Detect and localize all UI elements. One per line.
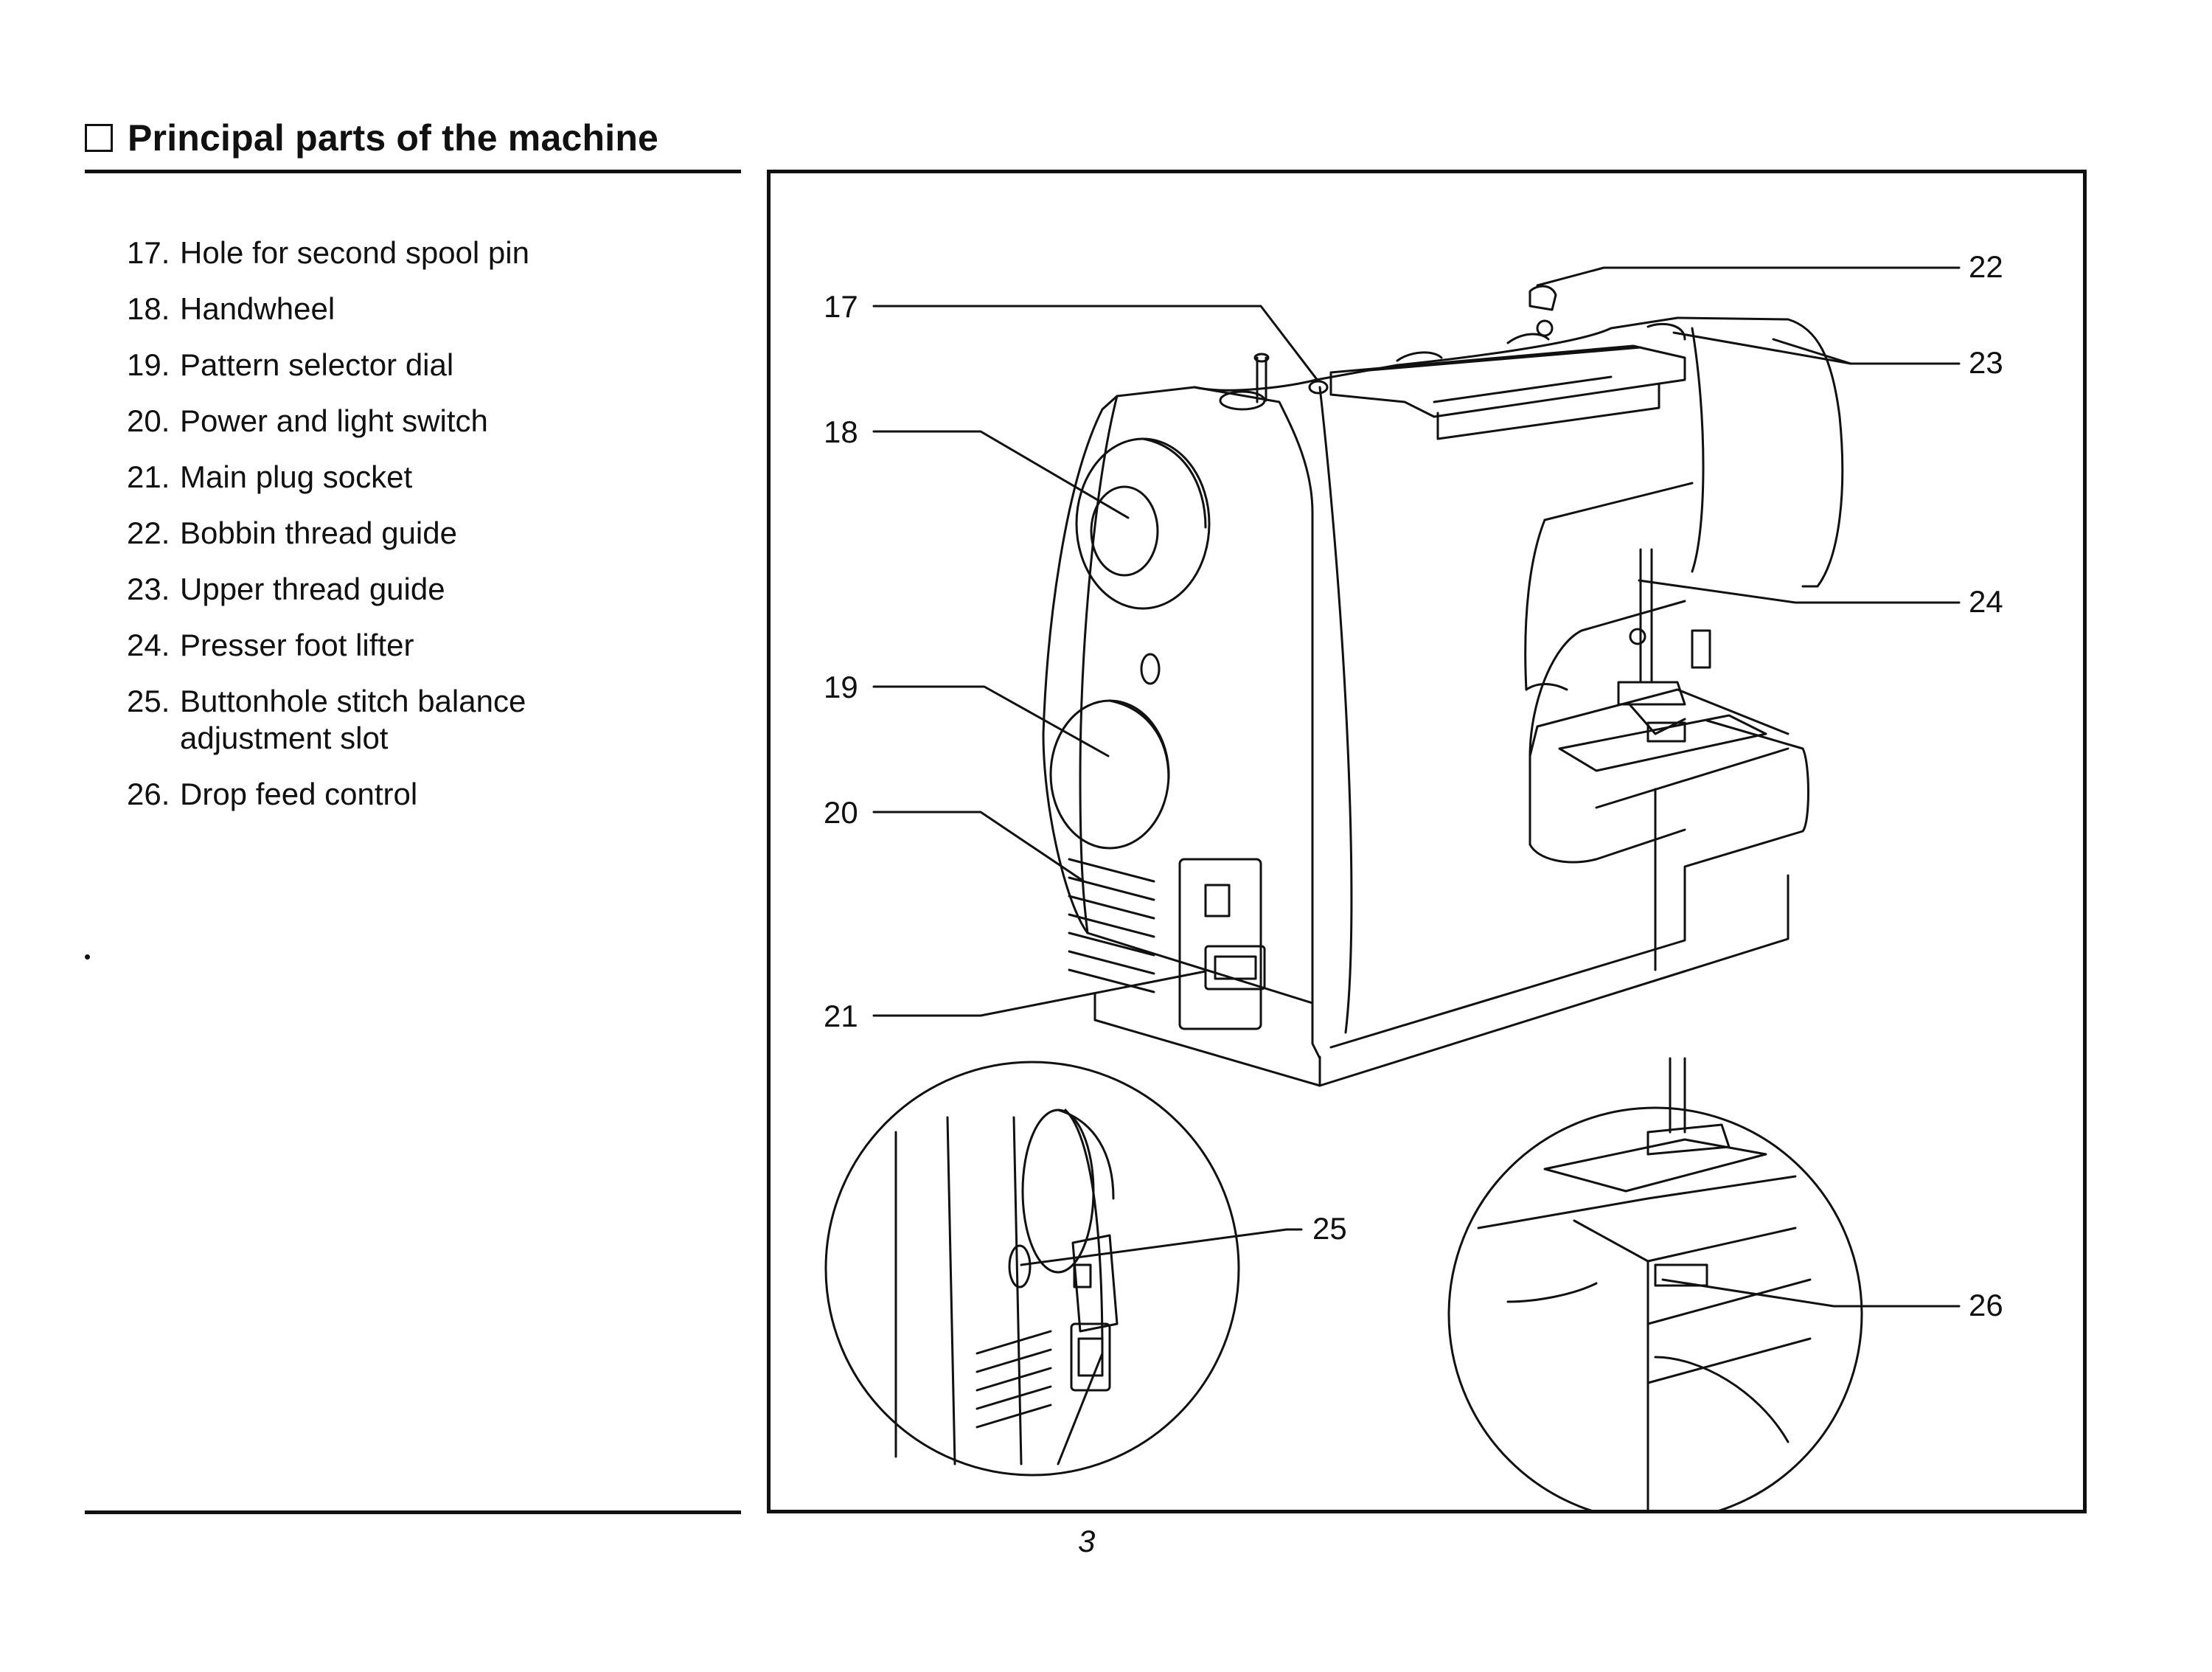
machine-base	[1093, 874, 1790, 1087]
item-number: 26.	[127, 777, 170, 811]
vent-grille	[1068, 858, 1155, 993]
item-label: Drop feed control	[180, 777, 418, 811]
item-label: Bobbin thread guide	[180, 516, 457, 550]
list-item: 22. Bobbin thread guide	[127, 515, 593, 552]
list-item: 19. Pattern selector dial	[127, 347, 593, 384]
item-label: Pattern selector dial	[180, 347, 454, 382]
item-number: 21.	[127, 459, 170, 494]
item-label: Presser foot lifter	[180, 628, 414, 662]
list-item: 17. Hole for second spool pin	[127, 235, 593, 271]
item-label: Handwheel	[180, 291, 335, 326]
checkbox-icon	[85, 124, 113, 152]
heading-rule	[85, 170, 741, 173]
item-label: Buttonhole stitch balance adjustment slo…	[180, 684, 526, 755]
item-label: Upper thread guide	[180, 572, 445, 606]
section-heading: Principal parts of the machine	[85, 117, 658, 159]
list-item: 21. Main plug socket	[127, 459, 593, 496]
bottom-rule	[85, 1510, 741, 1514]
leader-lines	[872, 266, 1961, 1308]
item-number: 24.	[127, 628, 170, 662]
callout-25: 25	[1312, 1211, 1347, 1246]
callout-20: 20	[824, 795, 858, 830]
machine-figure: 17 18 19 20 21 22 23 24 25 26	[767, 170, 2087, 1513]
page-number: 3	[1078, 1524, 1096, 1558]
item-label: Main plug socket	[180, 459, 413, 494]
item-number: 19.	[127, 347, 170, 382]
item-number: 23.	[127, 572, 170, 606]
callout-21: 21	[824, 999, 858, 1033]
section-title: Principal parts of the machine	[128, 117, 659, 159]
item-number: 17.	[127, 235, 170, 270]
callout-23: 23	[1969, 345, 2003, 380]
parts-list: 17. Hole for second spool pin 18. Handwhee…	[127, 235, 593, 832]
item-label: Power and light switch	[180, 403, 488, 438]
list-item: 23. Upper thread guide	[127, 571, 593, 608]
detail-circle-right	[1447, 1057, 1863, 1510]
item-label: Hole for second spool pin	[180, 235, 529, 270]
callout-19: 19	[824, 670, 858, 704]
item-number: 18.	[127, 291, 170, 326]
detail-circle-left	[824, 1061, 1240, 1477]
list-item: 18. Handwheel	[127, 291, 593, 327]
callout-24: 24	[1969, 584, 2003, 619]
list-item: 20. Power and light switch	[127, 403, 593, 440]
item-number: 22.	[127, 516, 170, 550]
list-item: 24. Presser foot lifter	[127, 627, 593, 664]
machine-body	[1042, 285, 1844, 1060]
callout-26: 26	[1969, 1288, 2003, 1322]
item-number: 25.	[127, 684, 170, 718]
list-item: 26. Drop feed control	[127, 776, 593, 813]
item-number: 20.	[127, 403, 170, 438]
list-item: 25. Buttonhole stitch balance adjustment …	[127, 683, 593, 757]
callout-18: 18	[824, 414, 858, 449]
callout-17: 17	[824, 289, 858, 324]
callout-22: 22	[1969, 249, 2003, 284]
sewing-machine-illustration	[824, 266, 1961, 1510]
stray-dot	[85, 954, 90, 960]
